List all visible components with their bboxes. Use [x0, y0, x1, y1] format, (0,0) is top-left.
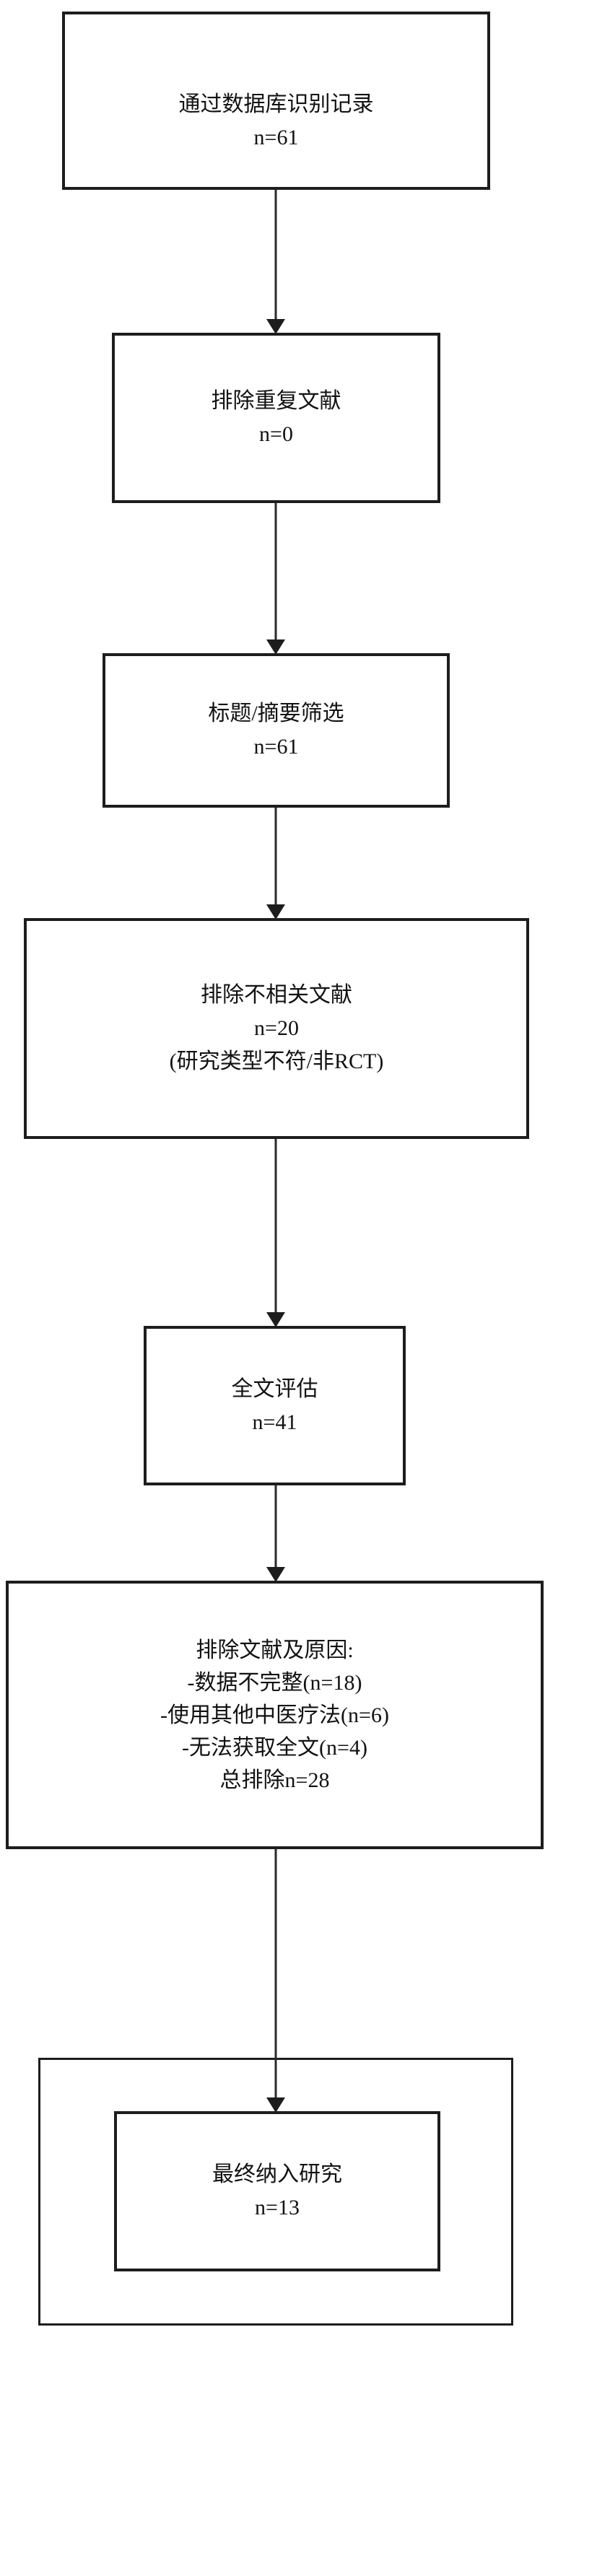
box-total-line: 总排除n=28	[219, 1768, 330, 1792]
flow-arrow-2	[266, 503, 286, 655]
box-title-abstract-screening: 标题/摘要筛选 n=61	[103, 653, 450, 808]
flow-arrow-5	[266, 1485, 286, 1582]
arrow-down-icon	[266, 1312, 285, 1327]
box-duplicates-removed: 排除重复文献 n=0	[112, 333, 440, 503]
arrow-shaft	[274, 1485, 277, 1571]
box-text-line: 排除重复文献	[211, 389, 341, 413]
box-records-identified: 通过数据库识别记录 n=61	[62, 12, 490, 190]
arrow-shaft	[274, 808, 277, 908]
box-note-line: (研究类型不符/非RCT)	[169, 1049, 384, 1073]
box-reason-line: -无法获取全文(n=4)	[182, 1735, 367, 1760]
box-count-line: n=61	[253, 125, 299, 149]
box-final-included: 最终纳入研究 n=13	[114, 2111, 440, 2271]
arrow-down-icon	[266, 904, 285, 920]
arrow-shaft	[274, 503, 277, 643]
arrow-shaft	[274, 1849, 277, 2101]
box-reason-line: -数据不完整(n=18)	[187, 1670, 362, 1695]
box-heading-line: 排除文献及原因:	[196, 1638, 354, 1662]
box-text-line: 通过数据库识别记录	[178, 92, 374, 116]
box-reason-line: -使用其他中医疗法(n=6)	[160, 1703, 389, 1727]
flow-arrow-6	[266, 1849, 286, 2113]
flow-arrow-3	[266, 808, 286, 920]
box-text-line: 最终纳入研究	[212, 2162, 342, 2186]
flow-arrow-4	[266, 1139, 286, 1327]
arrow-down-icon	[266, 1567, 285, 1582]
box-irrelevant-excluded: 排除不相关文献 n=20 (研究类型不符/非RCT)	[24, 918, 529, 1139]
arrow-down-icon	[266, 319, 285, 334]
arrow-down-icon	[266, 2097, 285, 2113]
box-text-line: 全文评估	[231, 1376, 318, 1401]
box-fulltext-assessment: 全文评估 n=41	[144, 1326, 406, 1485]
box-count-line: n=41	[252, 1410, 297, 1434]
box-text-line: 排除不相关文献	[201, 983, 352, 1007]
box-text-line: 标题/摘要筛选	[208, 702, 344, 725]
arrow-down-icon	[266, 639, 285, 655]
flow-arrow-1	[266, 190, 286, 334]
arrow-shaft	[274, 1139, 277, 1316]
box-exclusion-reasons: 排除文献及原因: -数据不完整(n=18) -使用其他中医疗法(n=6) -无法…	[6, 1581, 544, 1849]
box-count-line: n=13	[255, 2196, 300, 2219]
box-count-line: n=0	[259, 422, 293, 446]
arrow-shaft	[274, 190, 277, 323]
box-count-line: n=61	[253, 735, 299, 759]
box-count-line: n=20	[254, 1016, 299, 1040]
